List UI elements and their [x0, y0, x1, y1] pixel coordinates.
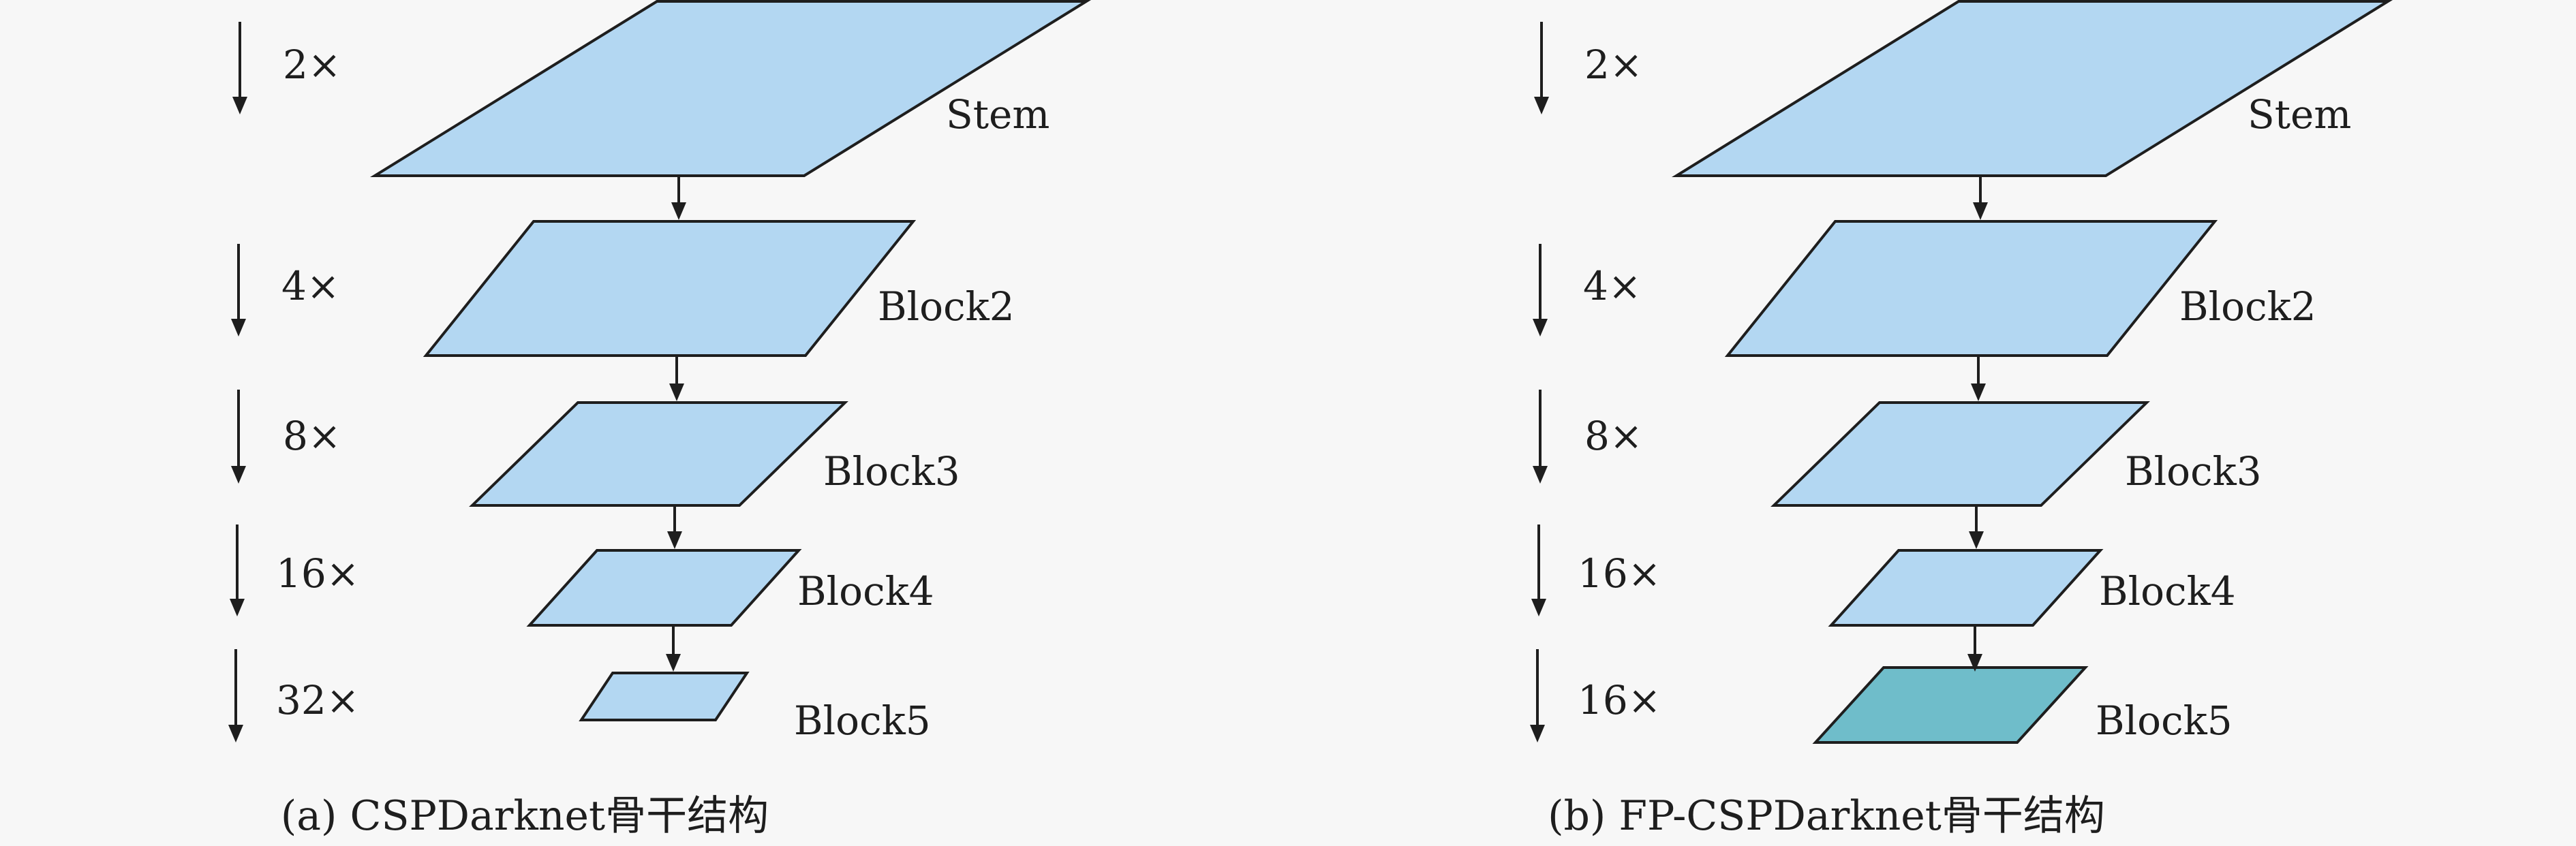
flow-arrow-2 — [1971, 357, 1986, 401]
block-4-scale: 16× — [276, 550, 359, 597]
caption-b: (b) FP-CSPDarknet骨干结构 — [1548, 792, 2105, 840]
block-5-scale: 32× — [276, 677, 359, 723]
scale-arrow-4 — [1531, 524, 1546, 616]
panel-b: Stem 2× Block2 4× Block3 8× Block4 16× Block5 16× — [1530, 0, 2393, 744]
block-1-shape — [369, 0, 1092, 177]
block-3-shape — [1770, 401, 2150, 507]
scale-arrow-3 — [1533, 390, 1548, 484]
block-3-shape — [469, 401, 848, 507]
block-4-shape — [526, 549, 802, 627]
scale-arrow-4 — [230, 524, 245, 616]
block-2-scale: 4× — [281, 263, 340, 309]
scale-arrow-2 — [231, 244, 246, 336]
block-5-shape — [1812, 666, 2089, 744]
flow-arrow-4 — [1967, 627, 1982, 672]
flow-arrow-3 — [667, 507, 682, 549]
block-2-label: Block2 — [2179, 283, 2316, 330]
flow-arrow-1 — [671, 177, 686, 220]
block-5-label: Block5 — [794, 698, 931, 744]
block-1-shape — [1671, 0, 2393, 177]
block-5-label: Block5 — [2096, 698, 2233, 744]
block-4-label: Block4 — [797, 568, 934, 614]
scale-arrow-1 — [1534, 22, 1549, 114]
block-2-shape — [423, 220, 917, 357]
block-4-label: Block4 — [2099, 568, 2236, 614]
block-5-shape — [579, 672, 750, 721]
block-2-shape — [1724, 220, 2218, 357]
scale-arrow-2 — [1533, 244, 1548, 336]
caption-a: (a) CSPDarknet骨干结构 — [281, 792, 769, 840]
block-2-scale: 4× — [1583, 263, 1642, 309]
flow-arrow-1 — [1973, 177, 1988, 220]
block-1-scale: 2× — [283, 42, 341, 88]
flow-arrow-3 — [1969, 507, 1984, 549]
block-4-scale: 16× — [1578, 550, 1661, 597]
block-1-label: Stem — [946, 91, 1049, 138]
block-3-label: Block3 — [2125, 448, 2262, 495]
flow-arrow-2 — [669, 357, 684, 401]
flow-arrow-4 — [666, 627, 681, 672]
block-2-label: Block2 — [878, 283, 1015, 330]
block-3-label: Block3 — [823, 448, 960, 495]
scale-arrow-3 — [231, 390, 246, 484]
block-1-label: Stem — [2248, 91, 2351, 138]
block-3-scale: 8× — [283, 413, 341, 459]
scale-arrow-1 — [232, 22, 247, 114]
scale-arrow-5 — [1530, 649, 1545, 742]
block-1-scale: 2× — [1584, 42, 1643, 88]
panel-a: Stem 2× Block2 4× Block3 8× Block4 16× Block5 32× — [228, 0, 1092, 744]
block-4-shape — [1828, 549, 2104, 627]
block-3-scale: 8× — [1584, 413, 1643, 459]
block-5-scale: 16× — [1578, 677, 1661, 723]
scale-arrow-5 — [228, 649, 243, 742]
